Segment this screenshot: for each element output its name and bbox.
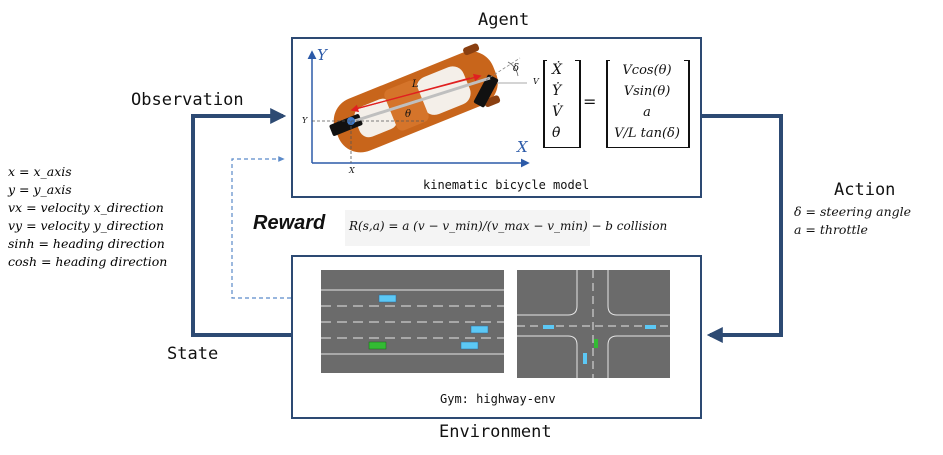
lhs-theta-dot: θ̇ <box>552 125 561 141</box>
lhs-v-dot: V̇ <box>552 104 563 120</box>
environment-caption: Gym: highway-env <box>440 392 556 406</box>
highway-vehicle-1 <box>378 294 397 303</box>
state-var-vy: vy = velocity y_direction <box>8 218 164 233</box>
rhs-vcos: Vcos(θ) <box>622 63 672 78</box>
y-axis-label: Y <box>317 46 327 64</box>
reward-dashed-arrow <box>231 156 291 299</box>
action-arrow <box>702 114 783 343</box>
state-var-vx: vx = velocity x_direction <box>8 200 164 215</box>
front-wheel <box>473 74 499 108</box>
intersection-scene <box>517 270 670 378</box>
intersection-vehicle-2 <box>645 325 656 329</box>
intersection-vehicle-1 <box>543 325 554 329</box>
action-label: Action <box>834 180 896 200</box>
highway-vehicle-3 <box>460 341 479 350</box>
highway-ego-vehicle <box>368 341 387 350</box>
state-var-y: y = y_axis <box>8 182 72 197</box>
reward-formula: R(s,a) = a (v − v_min)/(v_max − v_min) −… <box>345 210 667 246</box>
state-label: State <box>167 344 219 364</box>
state-variable-list: x = x_axis y = y_axis vx = velocity x_di… <box>8 163 167 271</box>
observation-arrow <box>191 108 291 337</box>
lhs-x-dot: Ẋ <box>552 62 562 78</box>
agent-caption: kinematic bicycle model <box>423 178 590 192</box>
lhs-y-dot: Ẏ <box>552 83 562 99</box>
state-var-x: x = x_axis <box>8 164 72 179</box>
state-var-cosh: cosh = heading direction <box>8 254 168 269</box>
kinematic-equation: Ẋ Ẏ V̇ θ̇ = Vcos(θ) Vsin(θ) a V/L tan(δ) <box>543 59 693 152</box>
velocity-label: V <box>533 77 539 86</box>
steering-angle-label: δ <box>513 63 520 74</box>
action-var-delta: δ = steering angle <box>794 204 912 219</box>
intersection-vehicle-3 <box>583 353 587 364</box>
state-var-sinh: sinh = heading direction <box>8 236 165 251</box>
wheelbase-label: L <box>412 79 419 90</box>
x-tick-label: X <box>349 166 355 175</box>
action-variable-list: δ = steering angle a = throttle <box>794 203 911 239</box>
highway-scene <box>321 270 504 373</box>
highway-vehicle-2 <box>470 325 489 334</box>
y-tick-label: Y <box>302 116 308 125</box>
heading-angle-label: θ <box>405 109 412 120</box>
action-var-a: a = throttle <box>794 222 868 237</box>
observation-label: Observation <box>131 90 244 110</box>
bicycle-model-figure <box>307 43 530 168</box>
intersection-ego-vehicle <box>594 339 598 348</box>
rhs-a: a <box>643 105 651 120</box>
rhs-vsin: Vsin(θ) <box>623 84 671 99</box>
x-axis-label: X <box>517 138 528 156</box>
reward-label: Reward <box>253 212 326 234</box>
reward-formula-text: R(s,a) = a (v − v_min)/(v_max − v_min) −… <box>349 219 668 233</box>
agent-title: Agent <box>478 10 530 30</box>
equals-sign: = <box>583 92 597 111</box>
environment-title: Environment <box>439 422 552 442</box>
rhs-tan: V/L tan(δ) <box>614 126 680 141</box>
